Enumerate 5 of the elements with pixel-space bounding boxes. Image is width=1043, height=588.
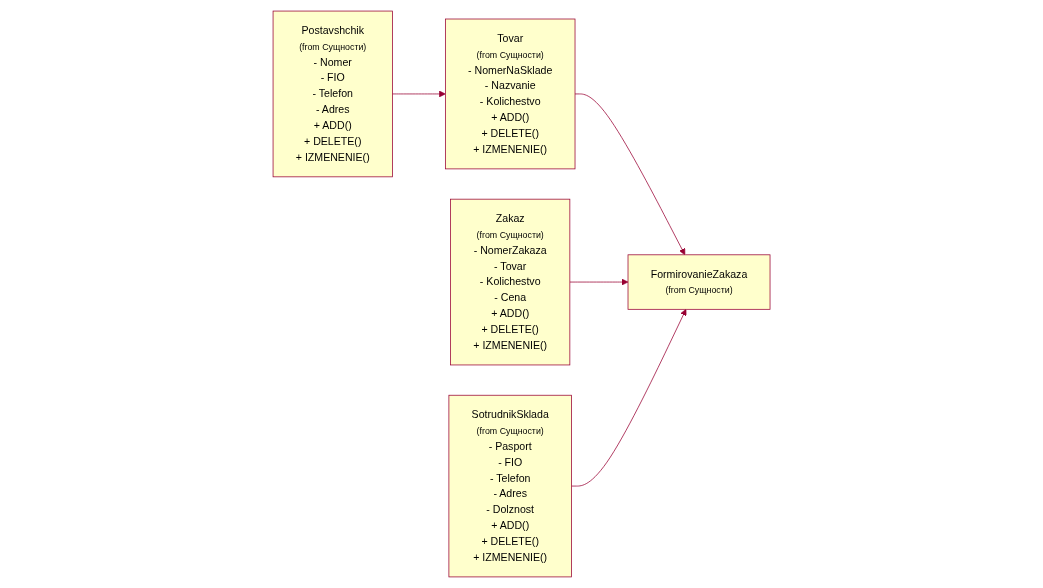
node-box: Zakaz (from Сущности) - NomerZakaza - Tovar - Kolichestvo - Cena + ADD() + DELETE() + IZMENENIE() [450,198,571,366]
node-box: FormirovanieZakaza (from Сущности) [627,254,771,310]
node-box: SotrudnikSklada (from Сущности) - Pasport - FIO - Telefon - Adres - Dolznost + ADD() + DELETE() + IZMENENIE() [448,394,572,578]
node-box: Tovar (from Сущности) - NomerNaSklade - Nazvanie - Kolichestvo + ADD() + DELETE() + IZMENENIE() [444,18,576,170]
node-box: Postavshchik (from Сущности) - Nomer - FIO - Telefon - Adres + ADD() + DELETE() + IZMENENIE() [272,10,393,178]
